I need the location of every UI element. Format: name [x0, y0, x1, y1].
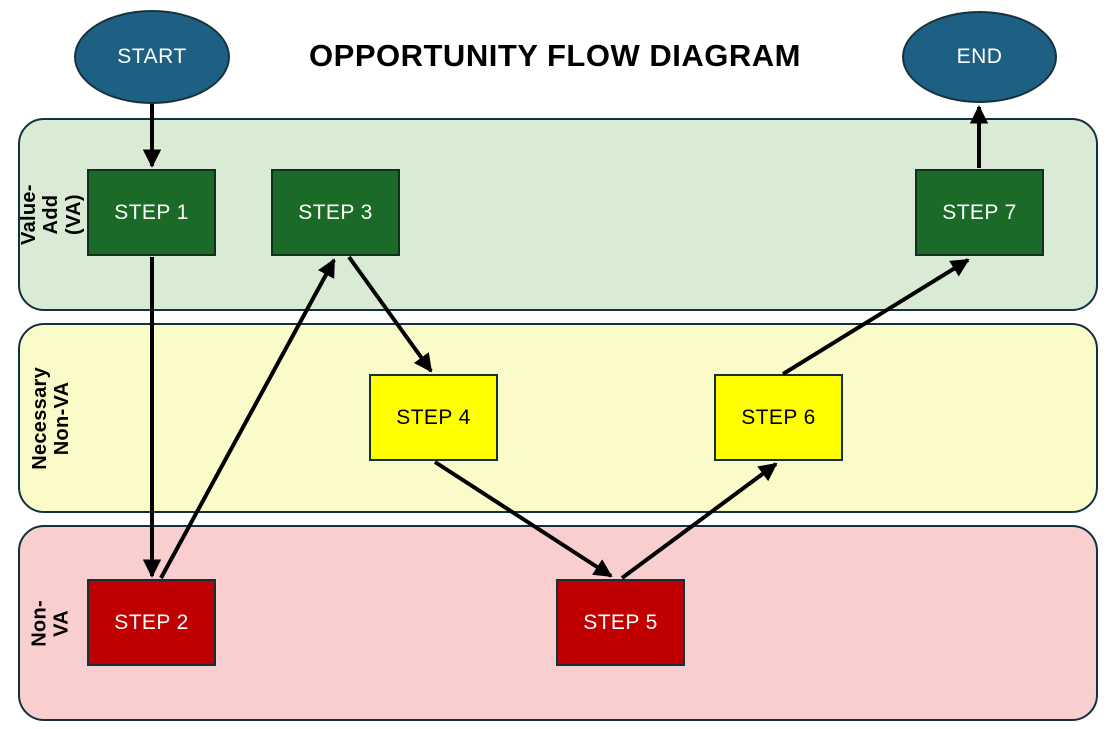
node-step-2: STEP 2 — [87, 579, 216, 666]
node-step-3: STEP 3 — [271, 169, 400, 256]
start-terminator: START — [74, 10, 230, 104]
lane-value-add-label: Value-Add (VA) — [17, 120, 84, 309]
diagram-title: OPPORTUNITY FLOW DIAGRAM — [309, 38, 801, 73]
end-label: END — [956, 45, 1003, 68]
node-label: STEP 4 — [396, 405, 471, 429]
lane-label-text: Value-Add (VA) — [17, 184, 85, 245]
lane-label-text: Necessary Non-VA — [28, 366, 74, 470]
lane-necessary-non-va-label: Necessary Non-VA — [22, 325, 80, 511]
node-label: STEP 3 — [298, 200, 373, 224]
node-label: STEP 7 — [942, 200, 1017, 224]
end-terminator: END — [902, 11, 1057, 103]
start-label: START — [117, 45, 187, 68]
node-step-1: STEP 1 — [87, 169, 216, 256]
lane-necessary-non-va: Necessary Non-VA — [18, 323, 1098, 513]
node-step-4: STEP 4 — [369, 374, 498, 461]
lane-label-text: Non-VA — [28, 599, 73, 647]
node-label: STEP 1 — [114, 200, 189, 224]
node-label: STEP 6 — [741, 405, 816, 429]
node-step-6: STEP 6 — [714, 374, 843, 461]
node-label: STEP 5 — [583, 610, 658, 634]
lane-non-va-label: Non-VA — [22, 527, 80, 719]
node-step-5: STEP 5 — [556, 579, 685, 666]
node-step-7: STEP 7 — [915, 169, 1044, 256]
node-label: STEP 2 — [114, 610, 189, 634]
